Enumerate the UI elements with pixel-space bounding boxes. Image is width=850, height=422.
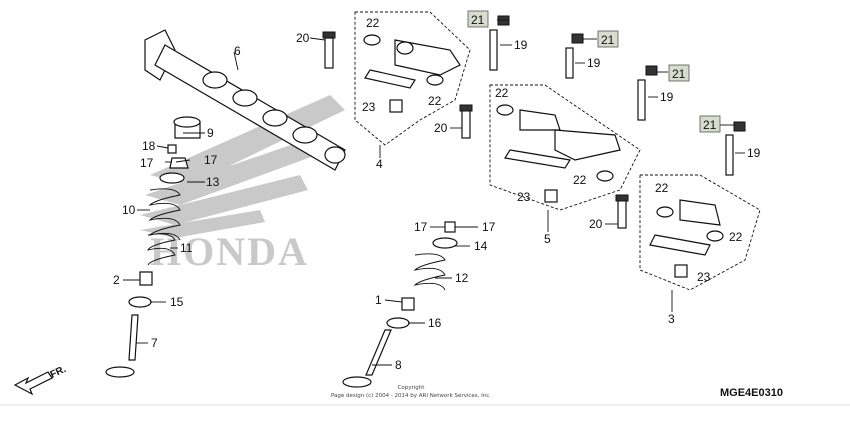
callout-4[interactable]: 4 [376, 157, 383, 171]
stud-19-1[interactable] [489, 15, 510, 71]
callout-19-a[interactable]: 19 [514, 38, 528, 52]
copyright-line-2: Page design (c) 2004 - 2014 by ARI Netwo… [331, 393, 491, 399]
callout-23-a[interactable]: 23 [362, 100, 376, 114]
bolt-20-right[interactable] [615, 194, 629, 229]
callouts: 6 9 18 17 17 13 10 11 2 15 7 1 16 8 12 1… [113, 16, 761, 372]
honda-wing-logo: HONDA [140, 95, 345, 274]
center-valve-assembly[interactable] [342, 221, 458, 388]
callout-5[interactable]: 5 [544, 232, 551, 246]
rocker-arm-center[interactable] [496, 104, 621, 203]
callout-12[interactable]: 12 [455, 271, 469, 285]
rocker-arm-right[interactable] [649, 199, 724, 278]
front-arrow-label: FR. [49, 364, 68, 381]
rocker-arm-upper[interactable] [363, 34, 461, 113]
valve-spring-center [413, 253, 446, 291]
callout-21-c[interactable]: 21 [672, 67, 686, 81]
callout-19-b[interactable]: 19 [587, 56, 601, 70]
callout-23-b[interactable]: 23 [517, 190, 531, 204]
callout-11[interactable]: 11 [180, 241, 193, 255]
callout-20-b[interactable]: 20 [434, 121, 448, 135]
callout-22-d[interactable]: 22 [573, 173, 587, 187]
rocker-group-3-outline [639, 174, 761, 291]
callout-2[interactable]: 2 [113, 273, 120, 287]
callout-1[interactable]: 1 [375, 293, 382, 307]
front-direction-arrow: FR. [13, 364, 68, 396]
callout-20-a[interactable]: 20 [296, 31, 310, 45]
stud-19-2[interactable] [565, 33, 584, 79]
callout-23-c[interactable]: 23 [697, 270, 711, 284]
callout-10[interactable]: 10 [122, 203, 136, 217]
camshaft[interactable] [144, 29, 346, 171]
copyright-line-1: Copyright [398, 385, 426, 391]
rocker-group-4-outline [354, 11, 471, 146]
callout-22-e[interactable]: 22 [655, 181, 669, 195]
callout-16[interactable]: 16 [428, 316, 442, 330]
callout-21-a[interactable]: 21 [471, 13, 485, 27]
callout-8[interactable]: 8 [395, 358, 402, 372]
callout-18[interactable]: 18 [142, 139, 156, 153]
callout-6[interactable]: 6 [234, 44, 241, 58]
callout-15[interactable]: 15 [170, 295, 184, 309]
callout-22-f[interactable]: 22 [729, 230, 743, 244]
diagram-code: MGE4E0310 [720, 387, 783, 399]
boxed-callouts-21: 21 21 21 21 [467, 10, 721, 133]
leader-lines [123, 19, 745, 366]
callout-21-d[interactable]: 21 [703, 118, 717, 132]
callout-22-b[interactable]: 22 [428, 94, 442, 108]
callout-20-c[interactable]: 20 [589, 217, 603, 231]
callout-17-d[interactable]: 17 [482, 220, 496, 234]
stud-19-4[interactable] [725, 121, 746, 176]
callout-19-d[interactable]: 19 [747, 146, 761, 160]
bolt-20-center[interactable] [459, 104, 473, 139]
inner-valve-spring-left [147, 233, 176, 266]
callout-17-a[interactable]: 17 [140, 156, 154, 170]
callout-14[interactable]: 14 [474, 239, 488, 253]
callout-21-b[interactable]: 21 [601, 33, 615, 47]
callout-19-c[interactable]: 19 [660, 90, 674, 104]
rocker-group-5-outline [489, 84, 641, 211]
brand-logo-text: HONDA [150, 229, 309, 274]
callout-9[interactable]: 9 [207, 126, 214, 140]
callout-13[interactable]: 13 [206, 175, 220, 189]
stud-19-3[interactable] [637, 65, 658, 121]
callout-7[interactable]: 7 [151, 336, 158, 350]
callout-22-a[interactable]: 22 [366, 16, 380, 30]
left-valve-assembly[interactable] [105, 116, 201, 378]
callout-3[interactable]: 3 [668, 312, 675, 326]
callout-17-b[interactable]: 17 [204, 153, 218, 167]
callout-22-c[interactable]: 22 [495, 86, 509, 100]
callout-17-c[interactable]: 17 [414, 220, 428, 234]
bolt-20-left[interactable] [322, 31, 336, 69]
